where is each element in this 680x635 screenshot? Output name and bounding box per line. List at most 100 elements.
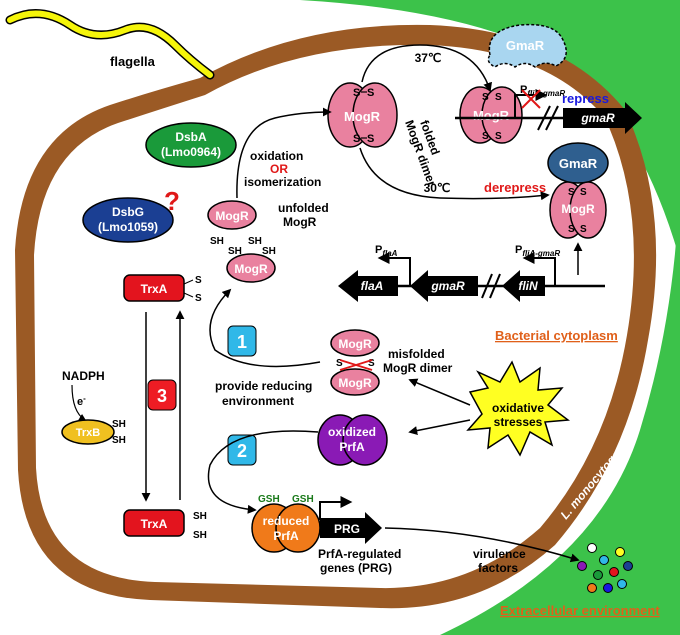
dsba-label: DsbA (175, 130, 207, 144)
host-region-right (440, 150, 680, 635)
svg-text:S: S (568, 187, 575, 198)
svg-text:oxidized: oxidized (328, 425, 376, 439)
svg-text:TrxA: TrxA (141, 517, 168, 531)
flaa-gene-arrow (338, 270, 398, 302)
svg-text:S: S (368, 358, 375, 369)
svg-text:S: S (336, 358, 343, 369)
gene-gmar-label: gmaR (580, 111, 615, 125)
gene-flaa-label: flaA (361, 279, 384, 293)
mogr-bound-dimer: MogR S S S S (459, 86, 523, 144)
provide-label-1: provide reducing (215, 379, 312, 393)
folded-mogr-dimer: MogR S S S S (327, 82, 398, 148)
electron-arrow (71, 384, 87, 421)
derepress-label: derepress (484, 180, 546, 195)
or-label: OR (270, 162, 288, 176)
trxb-shape (61, 419, 115, 445)
cytoplasm-label: Bacterial cytoplasm (495, 328, 618, 343)
svg-text:1: 1 (237, 332, 247, 352)
prg-gene-arrow (320, 512, 382, 544)
gmar-operon-arrow (410, 270, 478, 302)
isomerization-label: isomerization (244, 175, 321, 189)
trxa-reduced (123, 509, 185, 537)
temp-37-label: 37℃ (415, 51, 442, 65)
svg-text:S: S (353, 133, 360, 145)
svg-text:PrfA: PrfA (273, 529, 299, 543)
svg-text:S: S (195, 275, 202, 286)
svg-text:SH: SH (112, 419, 126, 430)
arrow-virulence (384, 527, 580, 563)
misfolded-label-2: MogR dimer (383, 361, 453, 375)
dsbg-label: DsbG (112, 205, 144, 219)
step-3-badge (147, 379, 177, 411)
svg-text:MogR: MogR (215, 209, 249, 223)
gmar-dashed-label: GmaR (506, 38, 545, 53)
svg-text:S: S (367, 87, 374, 99)
svg-text:S: S (367, 133, 374, 145)
cell-cytoplasm (34, 44, 634, 589)
gmar-gene-arrow (563, 102, 642, 134)
oxidative-label-1: oxidative (492, 401, 544, 415)
svg-text:TrxA: TrxA (141, 282, 168, 296)
arrow-reduce-misfolded (209, 288, 321, 368)
svg-text:S: S (568, 224, 575, 235)
svg-text:SH: SH (193, 530, 207, 541)
virulence-label-1: virulence (473, 547, 526, 561)
svg-text:3: 3 (157, 386, 167, 406)
prfa-regulated-label-1: PrfA-regulated (318, 547, 401, 561)
trxb-label: TrxB (76, 427, 101, 439)
arrow-reduce-prfa (207, 430, 319, 514)
svg-text:SH: SH (112, 435, 126, 446)
svg-text:S: S (495, 131, 502, 142)
oxidative-stress-star (466, 360, 571, 457)
svg-text:S: S (195, 293, 202, 304)
promoter-fliagmar-lower-label: PfliA-gmaR (515, 244, 560, 258)
svg-text:PrfA: PrfA (339, 440, 365, 454)
temp-30-label: 30℃ (424, 181, 451, 195)
misfolded-label-1: misfolded (388, 347, 445, 361)
svg-text:SH: SH (193, 511, 207, 522)
gene-flin-label: fliN (518, 279, 538, 293)
repress-label: repress (562, 91, 609, 106)
virulence-label-2: factors (478, 561, 518, 575)
svg-text:S: S (580, 224, 587, 235)
gmar-dashed-shape (487, 23, 567, 68)
svg-text:SH: SH (210, 236, 224, 247)
arrow-37c (361, 44, 492, 92)
svg-text:SH: SH (262, 246, 276, 257)
dsba-sub-label: (Lmo0964) (161, 145, 221, 159)
promoter-flaa-label: PflaA (375, 244, 398, 258)
oxidative-label-2: stresses (494, 415, 543, 429)
svg-text:S: S (495, 92, 502, 103)
nadph-label: NADPH (62, 369, 105, 383)
promoter-flaa-arrow (377, 252, 411, 286)
svg-text:S: S (482, 92, 489, 103)
gmar-mogr-complex: GmaR MogR S S S S (547, 142, 609, 239)
dsbg-shape (82, 197, 174, 243)
flagella-fill (7, 10, 213, 78)
misfolded-mogr-dimer: MogR MogR S S (330, 329, 380, 396)
promoter-flin-arrow (522, 252, 556, 286)
extracellular-label: Extracellular environment (500, 603, 660, 618)
svg-text:MogR: MogR (338, 376, 372, 390)
break-mark (537, 105, 551, 131)
gsh-label-1: GSH (258, 494, 280, 505)
host-region-top (300, 0, 680, 260)
svg-text:GmaR: GmaR (559, 156, 598, 171)
prg-label: PRG (334, 522, 360, 536)
svg-text:S: S (482, 131, 489, 142)
svg-text:SH: SH (248, 236, 262, 247)
reduced-prfa: reduced PrfA (251, 503, 321, 553)
flagella-label: flagella (110, 54, 156, 69)
promoter-fliagmar-label: PfliA-gmaR (520, 84, 565, 98)
dsba-shape (145, 122, 237, 168)
svg-text:MogR: MogR (338, 337, 372, 351)
svg-text:MogR: MogR (561, 202, 595, 216)
svg-text:SH: SH (228, 246, 242, 257)
unfolded-label-1: unfolded (278, 201, 329, 215)
oxidation-label: oxidation (250, 149, 303, 163)
gsh-label-2: GSH (292, 494, 314, 505)
prfa-regulated-label-2: genes (PRG) (320, 561, 392, 575)
svg-text:reduced: reduced (263, 514, 310, 528)
